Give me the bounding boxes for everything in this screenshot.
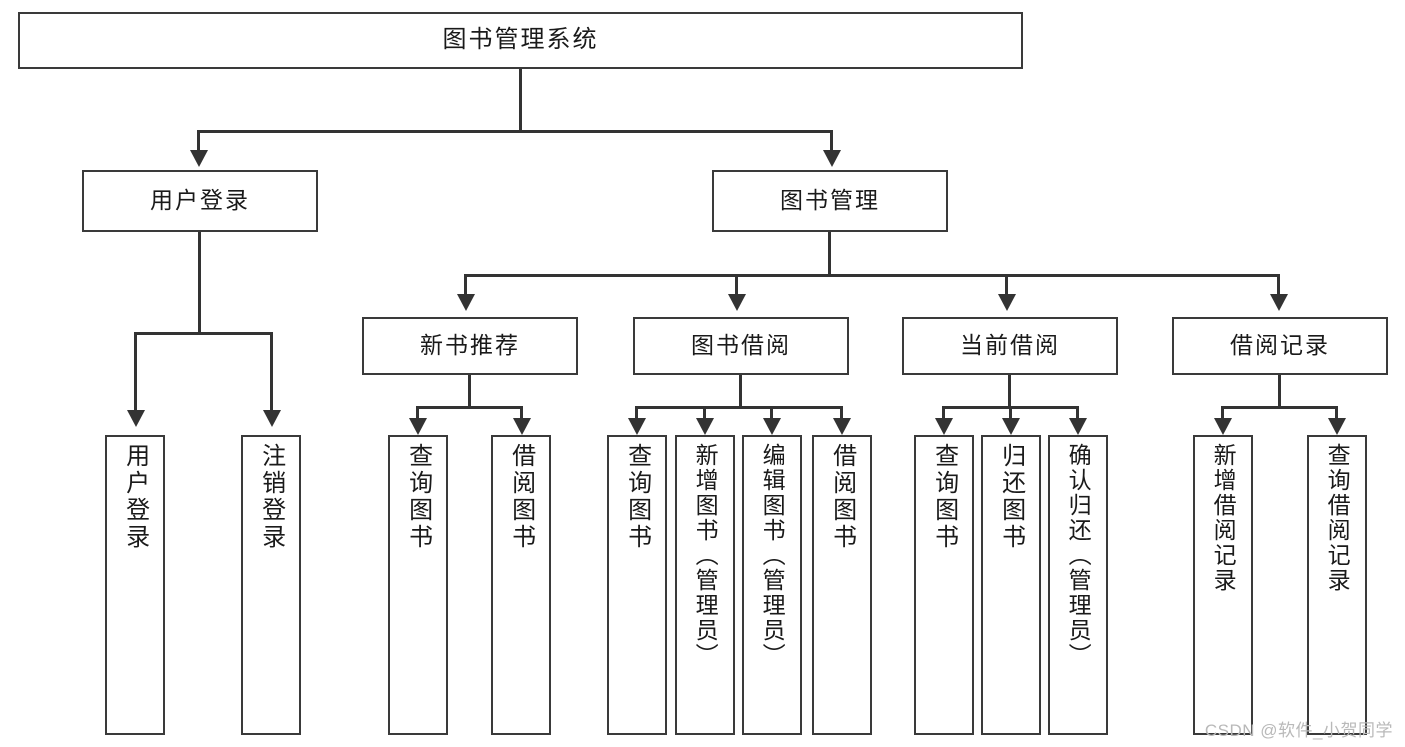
- node-label: 用户登录: [121, 443, 149, 551]
- arrowhead-current-borrow-leaf2: [1002, 418, 1020, 435]
- leaf-query-record[interactable]: 查询借阅记录: [1307, 435, 1367, 735]
- connector-book-management-stem: [828, 232, 831, 276]
- connector-book-management-bus: [464, 274, 1280, 277]
- node-label: 图书管理: [780, 187, 880, 214]
- node-label: 用户登录: [150, 187, 250, 214]
- connector-root-to-user-login: [197, 130, 200, 152]
- node-label: 查询图书: [623, 443, 651, 551]
- leaf-logout-login[interactable]: 注销登录: [241, 435, 301, 735]
- arrowhead-borrow-record-leaf2: [1328, 418, 1346, 435]
- arrowhead-new-book-leaf2: [513, 418, 531, 435]
- node-label: 查询图书: [930, 443, 958, 551]
- connector-root-bus: [197, 130, 833, 133]
- arrowhead-bm-to-book-borrow: [728, 294, 746, 311]
- connector-user-login-leaf2: [270, 332, 273, 412]
- node-label: 图书借阅: [691, 332, 791, 359]
- connector-new-book-leaf1: [416, 406, 419, 420]
- arrowhead-book-borrow-leaf3: [763, 418, 781, 435]
- node-label: 借阅图书: [828, 443, 856, 551]
- node-label: 新增图书（管理员）: [692, 443, 719, 668]
- connector-book-borrow-stem: [739, 375, 742, 408]
- arrowhead-user-login-leaf1: [127, 410, 145, 427]
- node-current-borrow[interactable]: 当前借阅: [902, 317, 1118, 375]
- connector-borrow-record-leaf1: [1221, 406, 1224, 420]
- connector-borrow-record-stem: [1278, 375, 1281, 408]
- connector-bm-to-current-borrow: [1005, 274, 1008, 296]
- node-label: 编辑图书（管理员）: [759, 443, 786, 668]
- node-label: 新增借阅记录: [1210, 443, 1237, 593]
- arrowhead-book-borrow-leaf2: [696, 418, 714, 435]
- connector-bm-to-new-book: [464, 274, 467, 296]
- connector-book-borrow-leaf4: [840, 406, 843, 420]
- connector-user-login-leaf1: [134, 332, 137, 412]
- arrowhead-book-borrow-leaf1: [628, 418, 646, 435]
- arrowhead-current-borrow-leaf1: [935, 418, 953, 435]
- leaf-edit-book[interactable]: 编辑图书（管理员）: [742, 435, 802, 735]
- leaf-confirm-return[interactable]: 确认归还（管理员）: [1048, 435, 1108, 735]
- node-borrow-record[interactable]: 借阅记录: [1172, 317, 1388, 375]
- connector-bm-to-borrow-record: [1277, 274, 1280, 296]
- arrowhead-current-borrow-leaf3: [1069, 418, 1087, 435]
- connector-bm-to-book-borrow: [735, 274, 738, 296]
- csdn-watermark: CSDN @软件_小贺同学: [1204, 721, 1393, 740]
- connector-book-borrow-bus: [635, 406, 843, 409]
- arrowhead-book-borrow-leaf4: [833, 418, 851, 435]
- connector-new-book-stem: [468, 375, 471, 408]
- arrowhead-borrow-record-leaf1: [1214, 418, 1232, 435]
- node-label: 当前借阅: [960, 332, 1060, 359]
- node-book-management[interactable]: 图书管理: [712, 170, 948, 232]
- arrowhead-bm-to-current-borrow: [998, 294, 1016, 311]
- arrowhead-root-to-user-login: [190, 150, 208, 167]
- node-user-login[interactable]: 用户登录: [82, 170, 318, 232]
- connector-new-book-leaf2: [520, 406, 523, 420]
- connector-current-borrow-leaf2: [1009, 406, 1012, 420]
- connector-book-borrow-leaf3: [770, 406, 773, 420]
- connector-current-borrow-leaf1: [942, 406, 945, 420]
- connector-current-borrow-stem: [1008, 375, 1011, 408]
- connector-root-to-book-management: [830, 130, 833, 152]
- node-label: 图书管理系统: [442, 26, 599, 54]
- leaf-add-record[interactable]: 新增借阅记录: [1193, 435, 1253, 735]
- leaf-user-login[interactable]: 用户登录: [105, 435, 165, 735]
- connector-new-book-bus: [416, 406, 523, 409]
- node-label: 确认归还（管理员）: [1065, 443, 1092, 668]
- node-label: 归还图书: [997, 443, 1025, 551]
- connector-borrow-record-leaf2: [1335, 406, 1338, 420]
- arrowhead-bm-to-new-book: [457, 294, 475, 311]
- node-label: 借阅记录: [1230, 332, 1330, 359]
- arrowhead-root-to-book-management: [823, 150, 841, 167]
- node-label: 借阅图书: [507, 443, 535, 551]
- leaf-add-book[interactable]: 新增图书（管理员）: [675, 435, 735, 735]
- connector-current-borrow-leaf3: [1076, 406, 1079, 420]
- leaf-query-book-1[interactable]: 查询图书: [388, 435, 448, 735]
- leaf-borrow-book-1[interactable]: 借阅图书: [491, 435, 551, 735]
- node-new-book-recommend[interactable]: 新书推荐: [362, 317, 578, 375]
- node-label: 查询借阅记录: [1324, 443, 1351, 593]
- node-label: 查询图书: [404, 443, 432, 551]
- connector-user-login-bus: [134, 332, 273, 335]
- connector-borrow-record-bus: [1221, 406, 1338, 409]
- arrowhead-bm-to-borrow-record: [1270, 294, 1288, 311]
- leaf-borrow-book-2[interactable]: 借阅图书: [812, 435, 872, 735]
- connector-book-borrow-leaf1: [635, 406, 638, 420]
- leaf-return-book[interactable]: 归还图书: [981, 435, 1041, 735]
- arrowhead-new-book-leaf1: [409, 418, 427, 435]
- connector-book-borrow-leaf2: [703, 406, 706, 420]
- node-root-system[interactable]: 图书管理系统: [18, 12, 1023, 69]
- leaf-query-book-2[interactable]: 查询图书: [607, 435, 667, 735]
- node-book-borrow[interactable]: 图书借阅: [633, 317, 849, 375]
- node-label: 注销登录: [257, 443, 285, 551]
- connector-root-stem: [519, 69, 522, 132]
- connector-user-login-stem: [198, 232, 201, 334]
- leaf-query-book-3[interactable]: 查询图书: [914, 435, 974, 735]
- node-label: 新书推荐: [420, 332, 520, 359]
- arrowhead-user-login-leaf2: [263, 410, 281, 427]
